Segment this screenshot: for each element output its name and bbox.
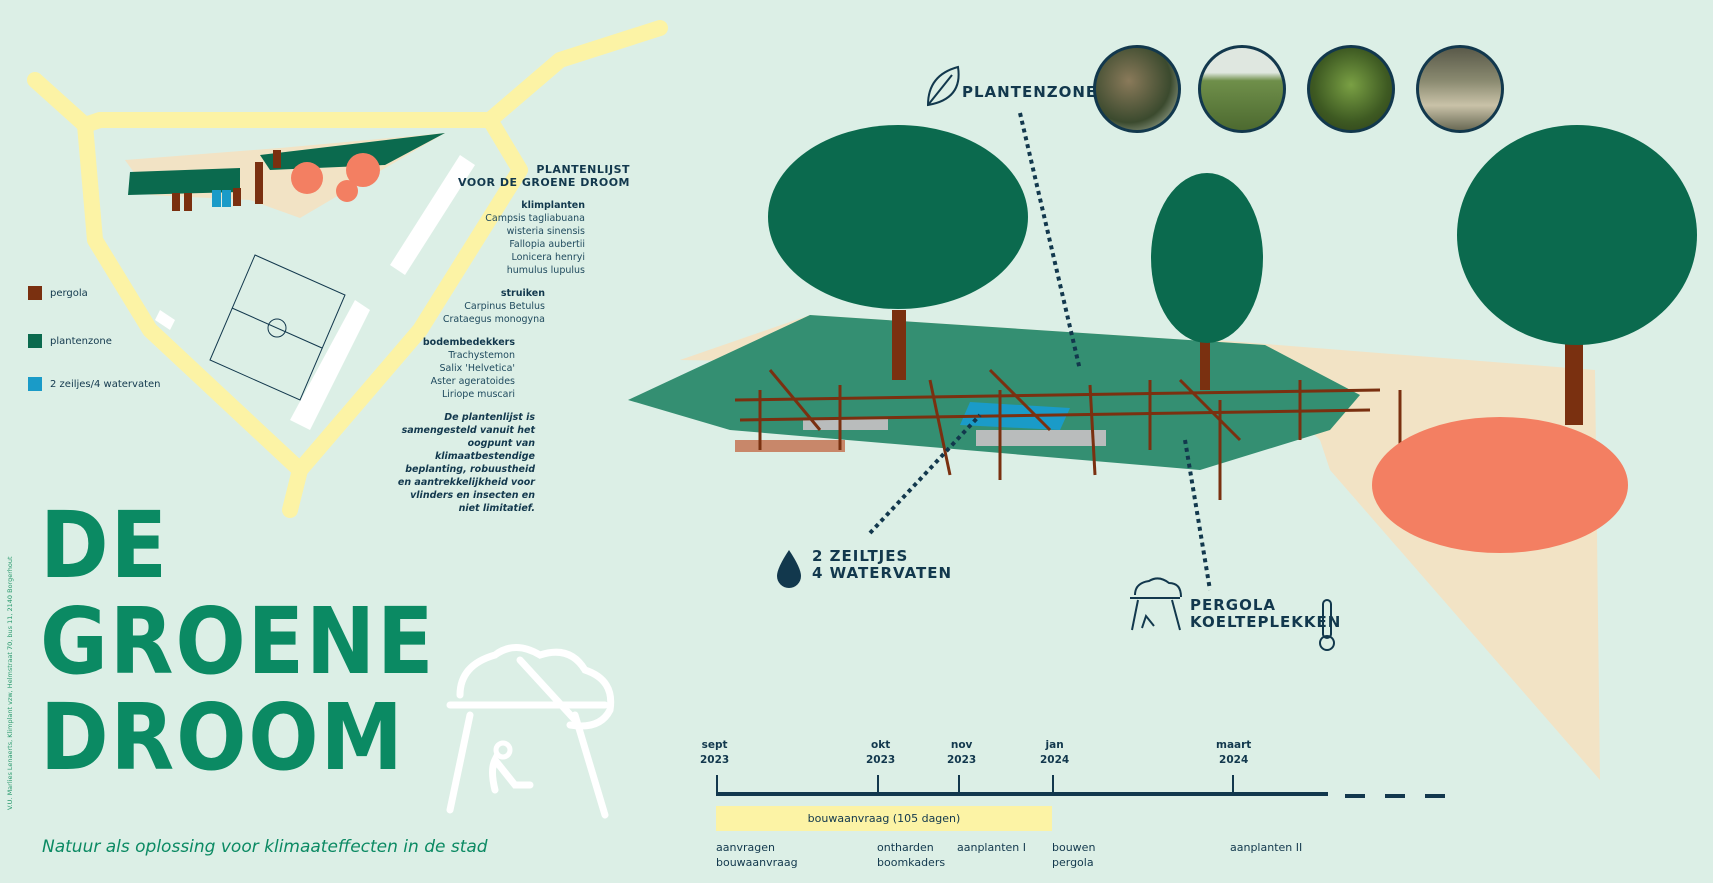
legend-item: pergola [28,286,88,300]
timeline-step: bouwen pergola [1052,840,1095,870]
plant-item: Crataegus monogyna [442,314,545,325]
year: 2023 [947,754,977,766]
plant-item: Lonicera henryi [511,252,585,263]
subtitle: Natuur als oplossing voor klimaateffecte… [42,837,488,857]
title-line: DROOM [40,684,405,791]
plant-list-heading: VOOR DE GROENE DROOM [458,176,630,189]
month: nov [950,739,973,751]
month: sept [701,739,728,751]
year: 2023 [866,754,896,766]
year: 2024 [1040,754,1070,766]
timeline-step: aanplanten I [957,840,1026,855]
timeline-date: maart 2024 [1216,738,1251,768]
month: okt [871,739,891,751]
photo-seating [1416,45,1504,133]
leaf-icon [926,65,960,107]
year: 2024 [1219,754,1249,766]
timeline-axis [716,775,1445,798]
water-drop-icon [777,550,801,588]
site-map [27,20,668,518]
callout-line: 4 WATERVATEN [812,564,953,582]
timeline-step: aanplanten II [1230,840,1302,855]
step-line: aanplanten I [957,841,1026,854]
step-line: ontharden [877,841,934,854]
timeline-step: aanvragen bouwaanvraag [716,840,798,870]
plant-list-heading: PLANTENLIJST [536,163,630,176]
plant-list-note: De plantenlijst is samengesteld vanuit h… [397,412,535,514]
plant-item: Salix 'Helvetica' [439,363,516,374]
callout-line: 2 ZEILTJES [812,547,909,565]
photo-pergola [1093,45,1181,133]
callout-line: PERGOLA [1190,596,1277,614]
month: maart [1216,739,1252,751]
year: 2023 [700,754,730,766]
legend-label: plantenzone [50,335,112,347]
plant-item: Campsis tagliabuana [485,213,585,224]
pergola-small-icon [1130,577,1182,631]
sports-field [209,254,346,401]
plant-item: humulus lupulus [506,265,585,276]
plant-list: PLANTENLIJST VOOR DE GROENE DROOM klimpl… [330,163,630,515]
plant-item: Liriope muscari [442,389,515,400]
plant-item: Trachystemon [448,350,515,361]
group-name: klimplanten [521,200,585,211]
timeline-step: ontharden boomkaders [877,840,945,870]
group-name: bodembedekkers [422,337,515,348]
timeline-date: sept 2023 [700,738,729,768]
group-name: struiken [500,288,545,299]
plant-item: Fallopia aubertii [509,239,585,250]
legend-label: 2 zeiljes/4 watervaten [50,378,161,390]
legend-item: plantenzone [28,334,112,348]
salmon-area [1372,417,1628,553]
legend-label: pergola [50,287,88,299]
legend-item: 2 zeiljes/4 watervaten [28,377,161,391]
pergola-structure [734,368,1402,500]
timeline-date: jan 2024 [1040,738,1069,768]
bouwaanvraag-bar: bouwaanvraag (105 dagen) [716,806,1052,831]
step-line: bouwen [1052,841,1096,854]
publisher-note: V.U. Marlies Lenaerts, Klimplant vzw, He… [6,556,14,810]
callout-plantenzone: PLANTENZONE [962,83,1098,101]
step-line: bouwaanvraag [716,856,798,869]
photo-plants [1307,45,1395,133]
tree [1457,125,1697,345]
title-line: GROENE [40,588,436,695]
step-line: aanplanten II [1230,841,1303,854]
callout-line: KOELTEPLEKKEN [1190,613,1342,631]
plant-item: Carpinus Betulus [464,301,545,312]
tree [1151,173,1263,343]
photo-shrubs [1198,45,1286,133]
thermometer-icon [1319,599,1335,651]
timeline-date: okt 2023 [866,738,895,768]
month: jan [1045,739,1064,751]
step-line: aanvragen [716,841,775,854]
plant-item: Aster ageratoides [430,376,515,387]
page-title: DE GROENE DROOM [40,498,435,786]
timeline-date: nov 2023 [947,738,976,768]
tree [768,125,1028,309]
pergola-icon [446,644,615,819]
title-line: DE [40,492,169,599]
step-line: pergola [1052,856,1094,869]
plant-item: wisteria sinensis [506,226,585,237]
step-line: boomkaders [877,856,946,869]
plant-zone-area [628,315,1360,470]
